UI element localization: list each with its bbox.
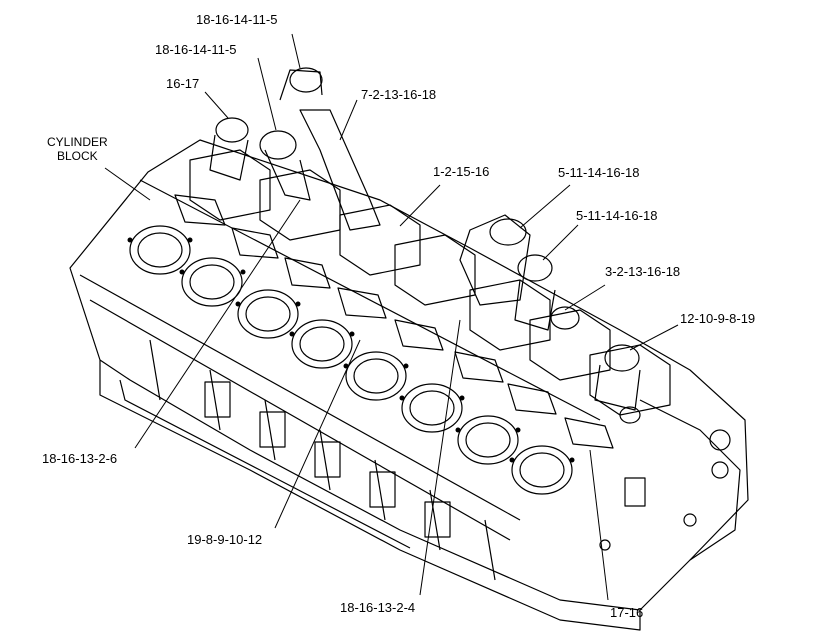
- clamp-top: [289, 67, 323, 93]
- callout-c2: 18-16-14-11-5: [155, 42, 237, 57]
- block-base: [99, 360, 641, 631]
- leader-c6: [519, 184, 571, 229]
- callout-c11: 19-8-9-10-12: [187, 532, 263, 547]
- leader-c8: [564, 284, 606, 311]
- leader-c11: [274, 339, 361, 529]
- clamp-right-top: [489, 218, 527, 246]
- cylinder-bore: [345, 351, 407, 401]
- callout-c9: 12-10-9-8-19: [680, 311, 756, 326]
- cylinder-block-label-line2: BLOCK: [57, 149, 98, 163]
- callout-c12: 18-16-13-2-4: [340, 600, 416, 615]
- leader-c1: [291, 33, 301, 69]
- pipe-right: [459, 214, 531, 306]
- pipe-7: [299, 109, 381, 231]
- cylinder-block-label-line1: CYLINDER: [47, 135, 108, 149]
- leader-block: [104, 167, 151, 201]
- clamp-right-low: [550, 306, 580, 330]
- leader-c5: [399, 184, 441, 227]
- end-housing: [599, 399, 741, 561]
- callout-c7: 5-11-14-16-18: [576, 208, 658, 223]
- leader-c7: [542, 224, 579, 261]
- head-bolts: [127, 237, 575, 463]
- block-side: [119, 379, 411, 549]
- leader-lines: [104, 33, 679, 601]
- block-outline: [69, 139, 749, 611]
- clamp-rear: [604, 344, 640, 372]
- cylinder-block-label: CYLINDER BLOCK: [47, 135, 108, 163]
- cylinder-bore: [129, 225, 191, 275]
- callout-c1: 18-16-14-11-5: [196, 12, 278, 27]
- clamp-mid: [259, 130, 297, 160]
- valve-covers: [174, 194, 614, 449]
- leader-c3: [204, 91, 229, 119]
- cylinder-bore: [511, 445, 573, 495]
- leader-c4: [339, 99, 358, 141]
- callout-c4: 7-2-13-16-18: [361, 87, 437, 102]
- cylinder-bores: [129, 225, 573, 495]
- cylinder-bore: [457, 415, 519, 465]
- callout-c6: 5-11-14-16-18: [558, 165, 640, 180]
- crankcase-ribs: [149, 339, 496, 581]
- cylinder-bore: [291, 319, 353, 369]
- leader-c9: [629, 324, 679, 351]
- leader-c12: [419, 319, 461, 596]
- callout-c8: 3-2-13-16-18: [605, 264, 681, 279]
- callout-c10: 18-16-13-2-6: [42, 451, 118, 466]
- callout-c13: 17-16: [610, 605, 644, 620]
- leader-c13: [589, 449, 609, 601]
- clamp-right-mid: [517, 254, 553, 282]
- exhaust-pipes: [209, 67, 641, 424]
- cylinder-bore: [401, 383, 463, 433]
- callout-c5: 1-2-15-16: [433, 164, 490, 179]
- leader-c10: [134, 199, 301, 449]
- clamp-16-17: [215, 117, 249, 143]
- callout-c3: 16-17: [166, 76, 200, 91]
- leader-c2: [257, 57, 277, 131]
- cylinder-bore: [237, 289, 299, 339]
- cylinder-bore: [181, 257, 243, 307]
